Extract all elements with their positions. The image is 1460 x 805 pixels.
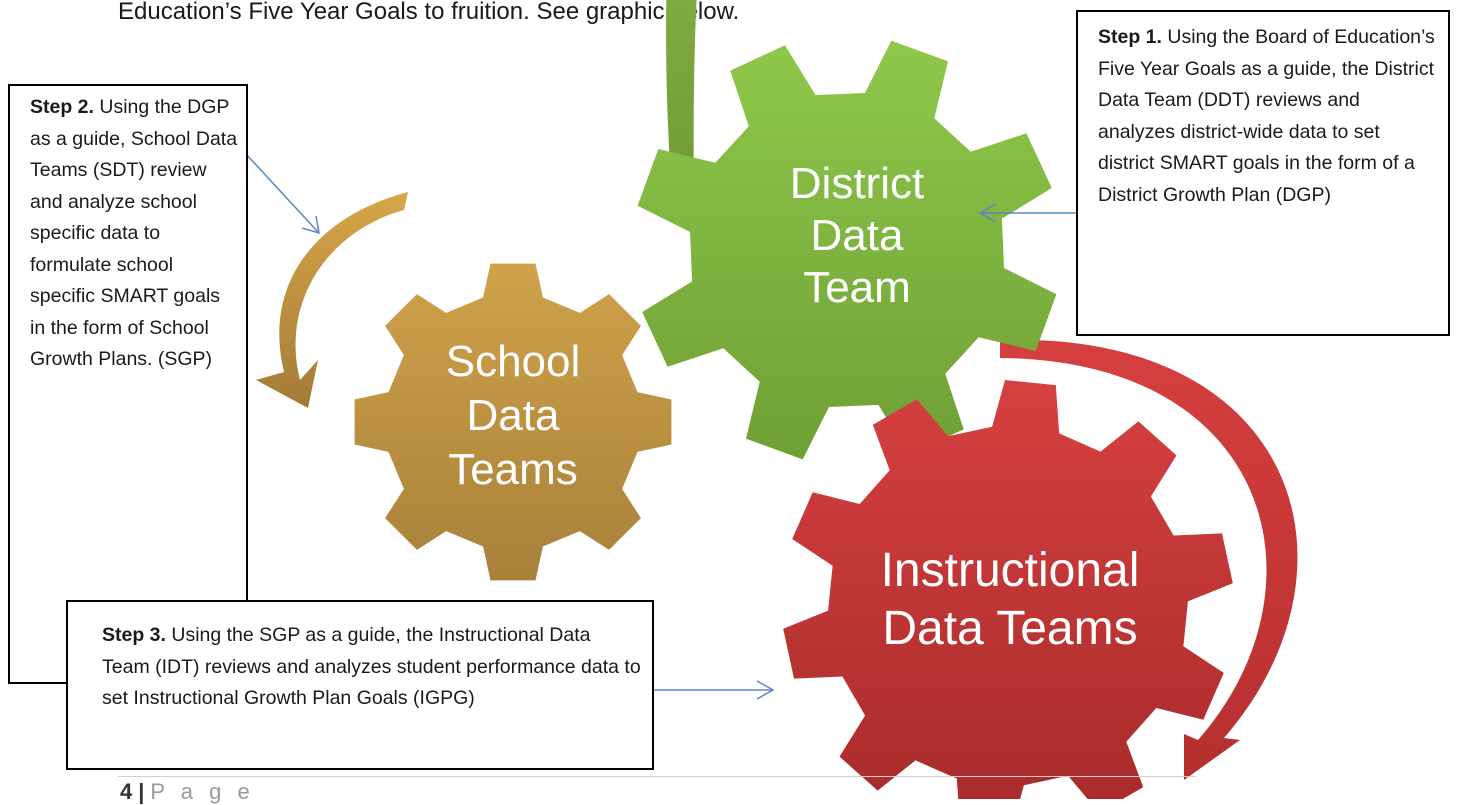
instructional-gear-label-line1: Instructional [881, 544, 1140, 597]
district-data-team-gear [637, 40, 1057, 460]
school-gear-label-line1: School [446, 337, 581, 386]
district-cycle-arrow [666, 0, 697, 200]
step-1-box: Step 1. Using the Board of Education’s F… [1076, 10, 1450, 336]
step3-connector [654, 680, 775, 700]
page-word: P a g e [150, 779, 255, 804]
school-gear-label: School Data Teams [446, 337, 581, 494]
district-gear-label-line2: Data [811, 211, 904, 260]
district-gear-label-line1: District [790, 159, 924, 208]
page-number: 4 [120, 779, 133, 804]
step-3-text: Using the SGP as a guide, the Instructio… [102, 624, 641, 709]
footer-rule [118, 776, 1196, 777]
step-3-box: Step 3. Using the SGP as a guide, the In… [66, 600, 654, 770]
school-data-teams-gear [354, 263, 672, 581]
district-gear-label: District Data Team [790, 159, 924, 312]
school-gear-label-line3: Teams [448, 445, 578, 494]
school-cycle-arrow [256, 192, 408, 408]
step-3-label: Step 3. [102, 624, 166, 646]
step-2-label: Step 2. [30, 96, 94, 118]
school-gear-label-line2: Data [467, 391, 560, 440]
step-2-text: Using the DGP as a guide, School Data Te… [30, 96, 238, 370]
step-1-text: Using the Board of Education’s Five Year… [1098, 26, 1435, 206]
instructional-gear-label: Instructional Data Teams [881, 544, 1140, 655]
step2-connector [245, 153, 320, 235]
district-gear-label-line3: Team [803, 263, 911, 312]
instructional-gear-label-line2: Data Teams [882, 602, 1137, 655]
step-1-label: Step 1. [1098, 26, 1162, 48]
step-2-box: Step 2. Using the DGP as a guide, School… [8, 84, 248, 684]
instructional-data-teams-gear [783, 380, 1233, 799]
header-text: Education’s Five Year Goals to fruition.… [118, 0, 740, 25]
page-footer: 4|P a g e [120, 779, 255, 804]
step1-connector [978, 203, 1076, 223]
page-separator: | [138, 779, 145, 804]
